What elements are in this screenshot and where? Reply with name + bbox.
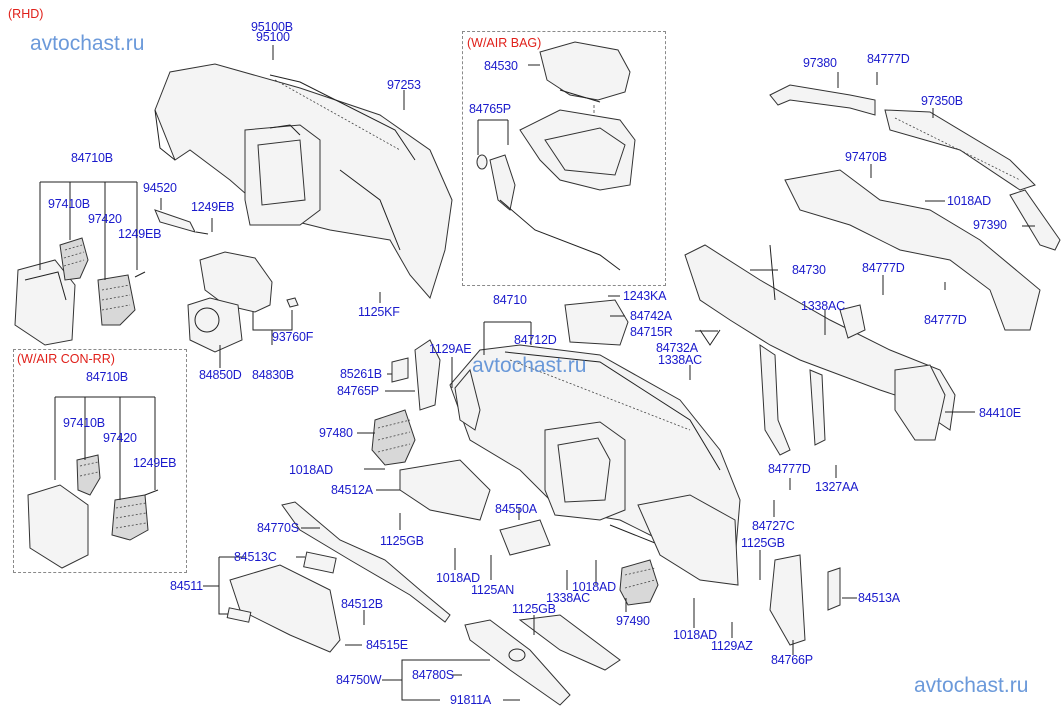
part-label[interactable]: 1338AC [658, 353, 702, 367]
part-label[interactable]: 84766P [771, 653, 813, 667]
part-label[interactable]: 97420 [88, 212, 122, 226]
part-label[interactable]: 84511 [170, 579, 203, 593]
part-label[interactable]: 84727C [752, 519, 795, 533]
air-con-rr-group-box [13, 349, 187, 573]
part-label[interactable]: 95100B [251, 20, 293, 34]
part-label[interactable]: 97350B [921, 94, 963, 108]
part-label[interactable]: 1338AC [801, 299, 845, 313]
part-label[interactable]: 84710 [493, 293, 527, 307]
cowl-cross-bar-drawing [684, 244, 956, 456]
part-label[interactable]: 1018AD [572, 580, 616, 594]
part-label[interactable]: 97420 [103, 431, 137, 445]
upper-crash-pad-drawing [154, 63, 453, 300]
center-fascia-drawing [14, 209, 209, 346]
part-label[interactable]: 97253 [387, 78, 421, 92]
part-label[interactable]: 1018AD [289, 463, 333, 477]
part-label[interactable]: 1129AE [429, 342, 472, 356]
part-label[interactable]: 84730 [792, 263, 826, 277]
part-label[interactable]: 1338AC [546, 591, 590, 605]
main-crash-pad-drawing [449, 344, 741, 586]
part-label[interactable]: 85261B [340, 367, 382, 381]
duct-drawing [769, 84, 1061, 331]
air-bag-group-box [462, 31, 666, 286]
part-label[interactable]: 1125GB [512, 602, 556, 616]
part-label[interactable]: 95100 [256, 30, 290, 44]
part-label[interactable]: 84830B [252, 368, 294, 382]
part-label[interactable]: 97410B [63, 416, 105, 430]
part-label[interactable]: 97470B [845, 150, 887, 164]
part-label[interactable]: 84530 [484, 59, 518, 73]
rhd-note: (RHD) [8, 7, 44, 21]
part-label[interactable]: 84732A [656, 341, 698, 355]
part-label[interactable]: 84777D [867, 52, 910, 66]
cluster-fascia-drawing [187, 251, 299, 353]
part-label[interactable]: 97490 [616, 614, 650, 628]
watermark-bottom-right: avtochast.ru [914, 674, 1029, 697]
part-label[interactable]: 1243KA [623, 289, 667, 303]
part-label[interactable]: 1125KF [358, 305, 400, 319]
part-label[interactable]: 97480 [319, 426, 353, 440]
part-label[interactable]: 84777D [862, 261, 905, 275]
part-label[interactable]: 91811A [450, 693, 491, 707]
part-label[interactable]: 1327AA [815, 480, 859, 494]
air-con-rr-drawing [27, 454, 159, 569]
leader-lines [39, 45, 1035, 701]
part-label[interactable]: 84850D [199, 368, 242, 382]
side-vents-drawing [371, 299, 841, 646]
part-label[interactable]: 84765P [337, 384, 379, 398]
part-label[interactable]: 84512B [341, 597, 383, 611]
part-label[interactable]: 1125GB [380, 534, 424, 548]
part-label[interactable]: 93760F [272, 330, 314, 344]
part-label[interactable]: 1249EB [118, 227, 162, 241]
part-label[interactable]: 84777D [768, 462, 811, 476]
part-label[interactable]: 84712D [514, 333, 557, 347]
part-label[interactable]: 84750W [336, 673, 382, 687]
part-label[interactable]: 84780S [412, 668, 454, 682]
part-label[interactable]: 84515E [366, 638, 408, 652]
part-label[interactable]: 84710B [71, 151, 113, 165]
part-label[interactable]: 1125GB [741, 536, 785, 550]
part-label[interactable]: 1018AD [947, 194, 991, 208]
part-label[interactable]: 1249EB [191, 200, 235, 214]
part-label[interactable]: 84512A [331, 483, 373, 497]
part-label[interactable]: 84770S [257, 521, 299, 535]
part-label[interactable]: 84742A [630, 309, 672, 323]
part-label[interactable]: 84550A [495, 502, 537, 516]
part-label[interactable]: 84513C [234, 550, 277, 564]
part-label[interactable]: 84765P [469, 102, 511, 116]
part-label[interactable]: 84777D [924, 313, 967, 327]
part-label[interactable]: 1249EB [133, 456, 177, 470]
glove-box-drawing [226, 459, 621, 706]
part-label[interactable]: 94520 [143, 181, 177, 195]
part-label[interactable]: 97380 [803, 56, 837, 70]
part-label[interactable]: 84715R [630, 325, 673, 339]
air-bag-group-label: (W/AIR BAG) [467, 36, 542, 50]
part-label[interactable]: 97390 [973, 218, 1007, 232]
part-label[interactable]: 97410B [48, 197, 90, 211]
air-con-rr-group-label: (W/AIR CON-RR) [17, 352, 115, 366]
part-label[interactable]: 1018AD [436, 571, 480, 585]
part-label[interactable]: 84710B [86, 370, 128, 384]
part-label[interactable]: 84513A [858, 591, 900, 605]
part-label[interactable]: 84410E [979, 406, 1021, 420]
watermark-center: avtochast.ru [472, 354, 587, 377]
watermark-top-left: avtochast.ru [30, 32, 145, 55]
part-label[interactable]: 1018AD [673, 628, 717, 642]
part-label[interactable]: 1125AN [471, 583, 515, 597]
air-bag-drawing [476, 41, 636, 271]
part-label[interactable]: 1129AZ [711, 639, 753, 653]
